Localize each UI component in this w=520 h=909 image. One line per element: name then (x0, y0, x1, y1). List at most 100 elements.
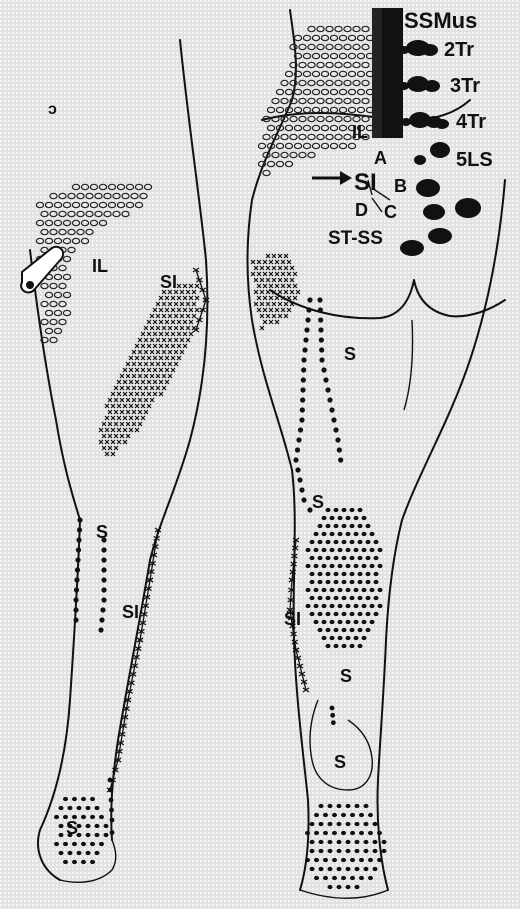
dot-mark (350, 831, 355, 835)
cross-mark (272, 278, 276, 282)
cross-mark (263, 320, 267, 324)
cross-mark (114, 422, 118, 426)
trail-dot (76, 537, 81, 542)
cross-mark (254, 302, 258, 306)
cross-mark (132, 422, 136, 426)
trail-dot (101, 577, 106, 582)
dot-mark (330, 532, 335, 536)
dot-mark (355, 849, 360, 853)
cross-mark (260, 278, 264, 282)
dot-mark (362, 604, 367, 608)
dot-mark (326, 644, 331, 648)
cross-mark (111, 428, 115, 432)
gluteal-stippled-zone (258, 26, 373, 175)
stipple-ring (68, 247, 75, 252)
stipple-ring (54, 202, 61, 207)
trail-dot (303, 337, 308, 342)
dot-mark (328, 840, 333, 844)
dot-mark (374, 580, 379, 584)
cross-mark (102, 434, 106, 438)
cross-mark (108, 410, 112, 414)
cross-mark (293, 272, 297, 276)
dot-mark (368, 876, 373, 880)
cross-mark (162, 386, 166, 390)
cross-mark (192, 314, 196, 318)
trail-dot (110, 818, 115, 823)
cross-mark (138, 386, 142, 390)
stipple-ring (54, 238, 61, 243)
trail-dot (318, 307, 323, 312)
dot-mark (314, 831, 319, 835)
stipple-ring (303, 125, 310, 130)
dot-mark (310, 840, 315, 844)
dot-mark (338, 636, 343, 640)
cross-mark (171, 308, 175, 312)
stipple-ring (308, 116, 315, 121)
cross-mark (126, 374, 130, 378)
stipple-ring (294, 107, 301, 112)
stipple-ring (330, 53, 337, 58)
buttock-cross-zone (251, 254, 300, 330)
trigger-blob (424, 80, 440, 92)
stipple-ring (362, 26, 369, 31)
stipple-ring (122, 211, 129, 216)
dot-mark (334, 596, 339, 600)
trigger-blob (430, 142, 450, 158)
stipple-ring (344, 80, 351, 85)
dot-mark (358, 524, 363, 528)
cross-mark (293, 284, 297, 288)
label-ssmus: SSMus (404, 8, 477, 33)
cross-mark (162, 374, 166, 378)
trigger-blob (416, 179, 440, 197)
dot-mark (323, 876, 328, 880)
trail-dot (298, 427, 303, 432)
cross-mark (183, 296, 187, 300)
cross-mark (135, 356, 139, 360)
dot-mark (346, 840, 351, 844)
dot-mark (350, 556, 355, 560)
stipple-ring (263, 170, 270, 175)
cross-mark (162, 302, 166, 306)
dot-mark (77, 806, 82, 810)
cross-mark (290, 290, 294, 294)
stipple-ring (335, 62, 342, 67)
cross-mark (102, 422, 106, 426)
stipple-ring (339, 107, 346, 112)
label-st-ss: ST-SS (328, 228, 383, 249)
dot-mark (374, 572, 379, 576)
dot-mark (322, 564, 327, 568)
dot-mark (337, 840, 342, 844)
stipple-ring (285, 161, 292, 166)
dot-mark (364, 849, 369, 853)
stipple-ring (321, 107, 328, 112)
cross-mark (150, 326, 154, 330)
dot-mark (330, 604, 335, 608)
stipple-ring (326, 134, 333, 139)
cross-mark (278, 254, 282, 258)
cross-mark (153, 308, 157, 312)
stipple-ring (86, 229, 93, 234)
cross-mark (171, 368, 175, 372)
cross-mark (108, 446, 112, 450)
trail-dot (77, 527, 82, 532)
stipple-ring (59, 229, 66, 234)
cross-mark (114, 446, 118, 450)
stipple-ring (299, 44, 306, 49)
dot-mark (54, 842, 59, 846)
trail-dot (300, 397, 305, 402)
stipple-ring (339, 71, 346, 76)
cross-mark (159, 332, 163, 336)
cross-mark (126, 362, 130, 366)
trail-dot (323, 377, 328, 382)
dot-mark (319, 849, 324, 853)
dot-mark (370, 532, 375, 536)
stipple-ring (72, 238, 79, 243)
stipple-ring (72, 202, 79, 207)
dot-mark (346, 604, 351, 608)
cross-mark (180, 302, 184, 306)
dot-mark (364, 804, 369, 808)
trail-dot (330, 706, 335, 711)
dot-mark (310, 580, 315, 584)
dot-mark (310, 540, 315, 544)
stipple-ring (339, 35, 346, 40)
